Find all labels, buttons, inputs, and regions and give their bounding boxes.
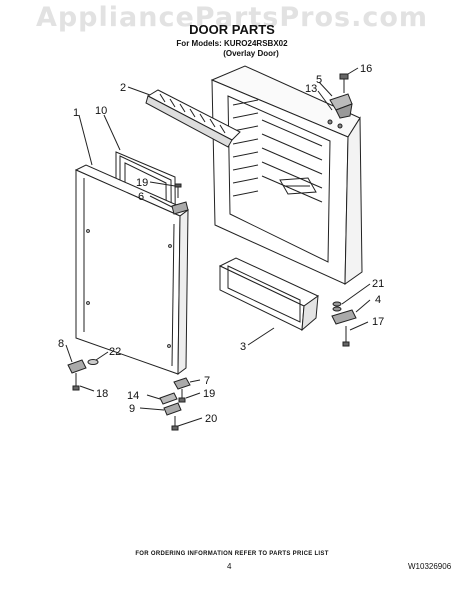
callout-3: 3 (240, 341, 246, 353)
top-hinge (327, 73, 353, 129)
bottom-left-hinge (67, 359, 99, 391)
callout-19-upper: 19 (136, 177, 148, 189)
callout-4: 4 (375, 294, 381, 306)
callout-10: 10 (95, 105, 107, 117)
callout-14: 14 (127, 390, 139, 402)
callout-20: 20 (205, 413, 217, 425)
callout-8: 8 (58, 338, 64, 350)
document-code: W10326906 (408, 562, 452, 571)
callout-9: 9 (129, 403, 135, 415)
door-stop-parts (171, 183, 189, 215)
callout-2: 2 (120, 82, 126, 94)
callout-1: 1 (73, 107, 79, 119)
leader-lines (65, 67, 371, 427)
door-panel (74, 164, 189, 376)
page-title: DOOR PARTS (189, 22, 275, 37)
callout-22: 22 (109, 346, 121, 358)
door-shelf-bin (145, 89, 241, 148)
callout-5: 5 (316, 74, 322, 86)
bottom-right-hinge (331, 301, 357, 347)
lower-hinge-hardware (159, 377, 191, 431)
callout-16: 16 (360, 63, 372, 75)
callout-13: 13 (305, 83, 317, 95)
page-number: 4 (227, 562, 232, 571)
callout-19-lower: 19 (203, 388, 215, 400)
callout-17: 17 (372, 316, 384, 328)
callout-18: 18 (96, 388, 108, 400)
models-line: For Models: KURO24RSBX02 (176, 39, 288, 48)
cabinet-drawing (210, 65, 363, 285)
variant-line: (Overlay Door) (223, 49, 279, 58)
callout-7: 7 (204, 375, 210, 387)
callout-6: 6 (138, 191, 144, 203)
watermark: AppliancePartsPros.com (35, 2, 429, 33)
door-lower-bin (218, 257, 319, 332)
callout-21: 21 (372, 278, 384, 290)
ordering-note: FOR ORDERING INFORMATION REFER TO PARTS … (135, 551, 329, 557)
